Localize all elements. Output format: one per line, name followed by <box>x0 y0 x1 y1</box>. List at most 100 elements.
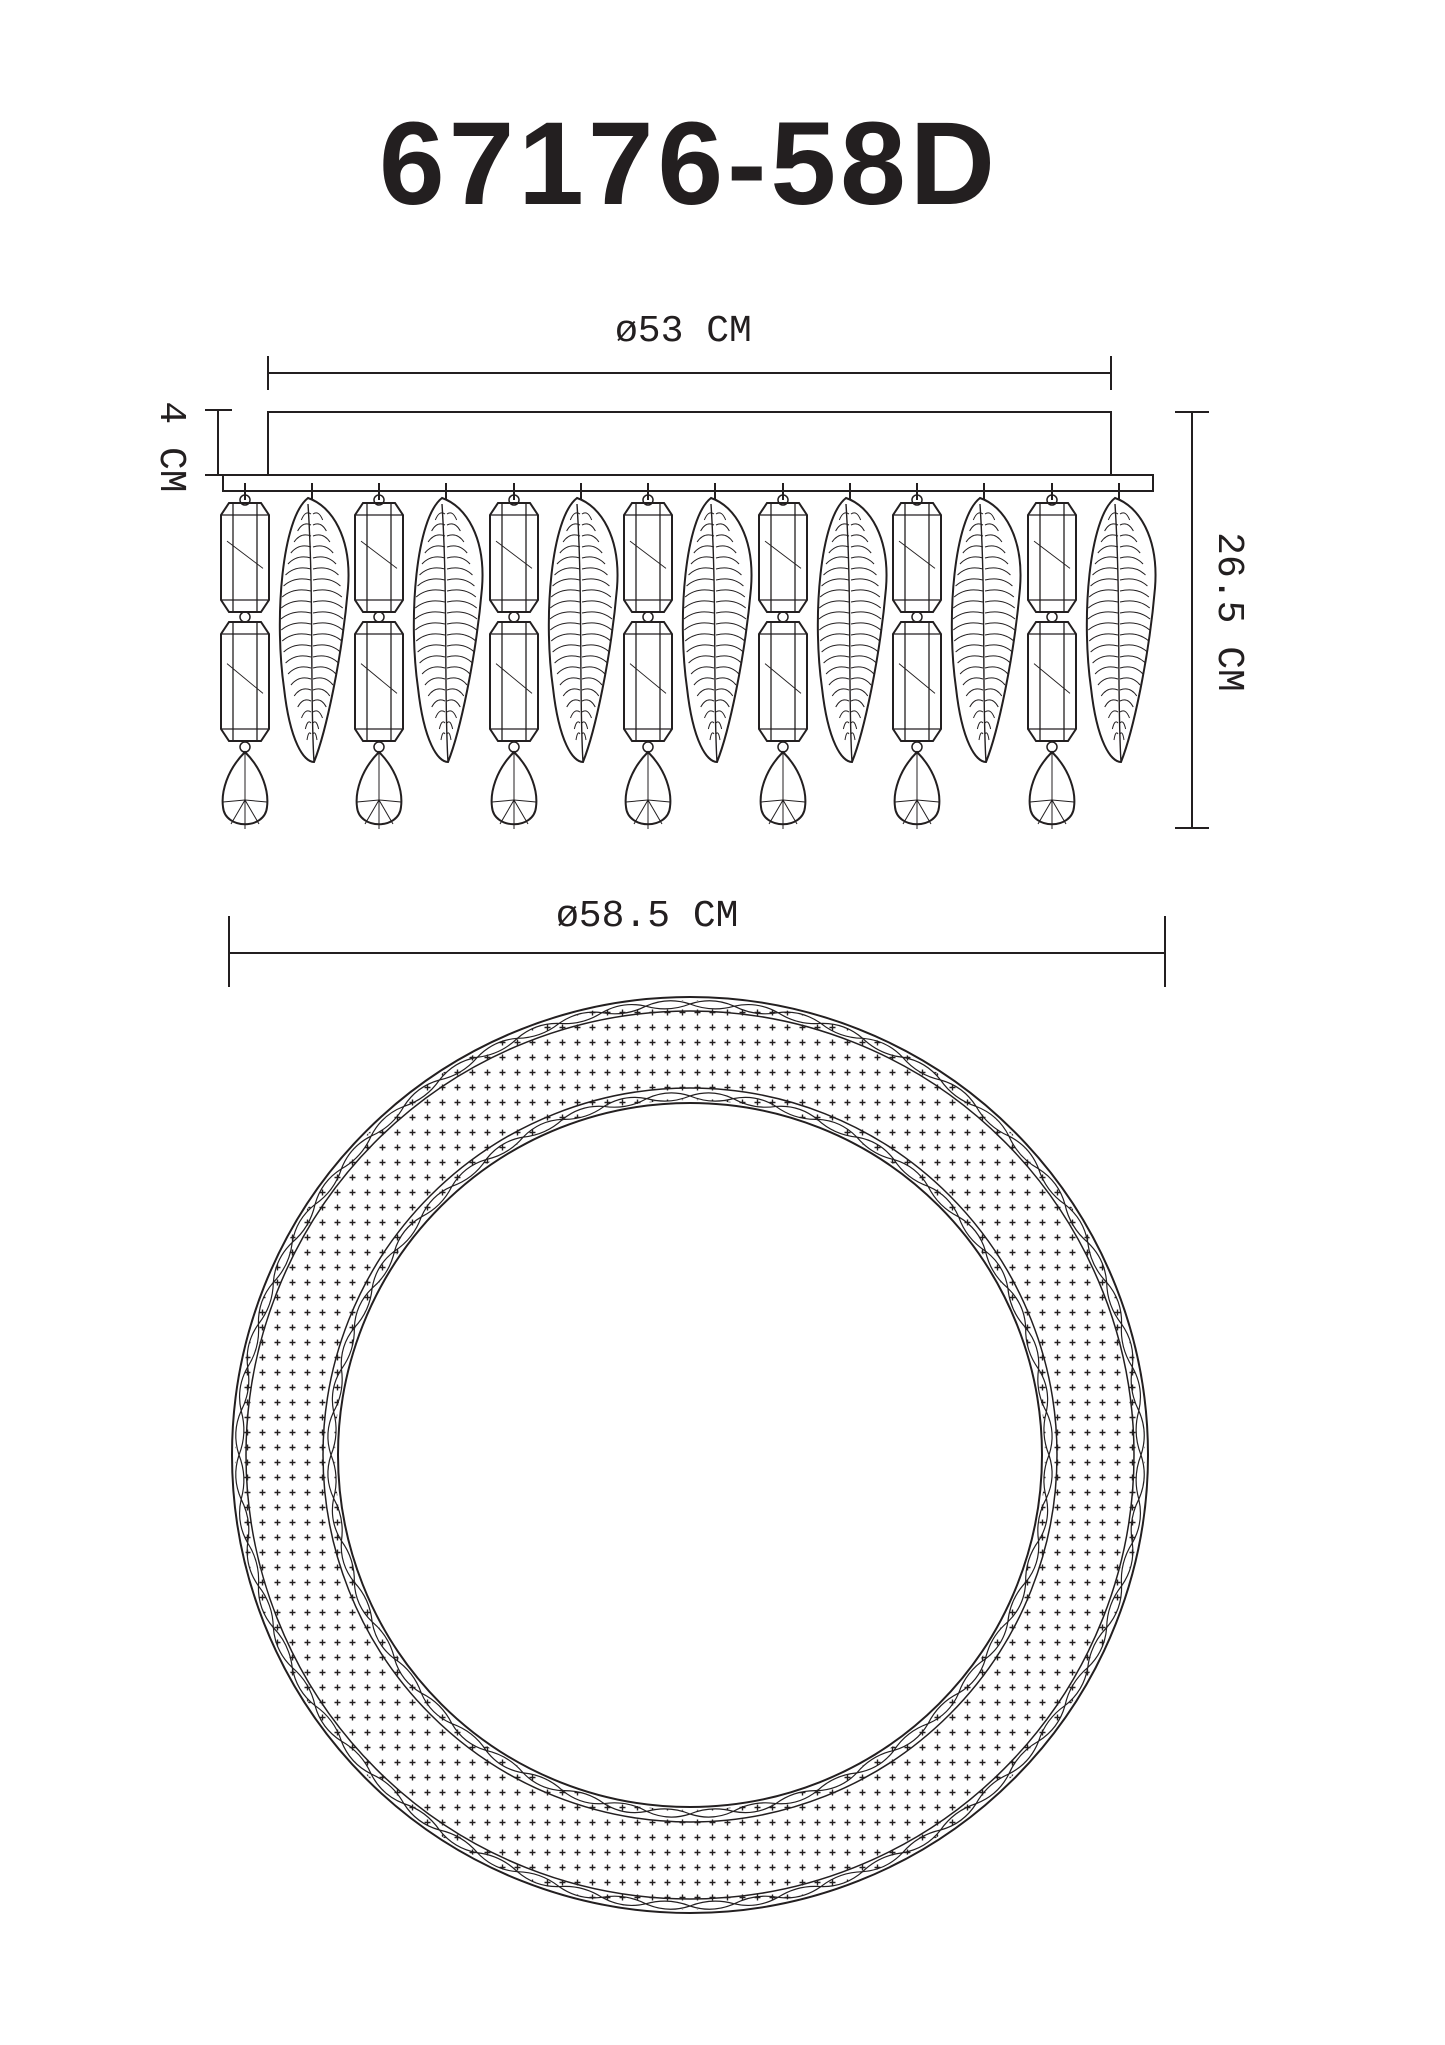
ring-bead <box>402 1802 440 1831</box>
hanger-ring <box>373 611 385 623</box>
hanger-ring <box>777 611 789 623</box>
hanger-ring <box>508 741 520 753</box>
crystal-prism <box>758 621 808 742</box>
model-number-title: 67176-58D <box>379 98 999 230</box>
ring-bead <box>451 1158 488 1187</box>
ring-bead <box>257 1584 274 1628</box>
dimension-base-diameter <box>228 916 1166 987</box>
ring-bead <box>403 1078 441 1107</box>
ring-bead <box>475 1851 518 1873</box>
crystal-prism <box>489 502 539 613</box>
feather-pendant <box>1085 496 1157 764</box>
hanger-ring <box>239 741 251 753</box>
ring-bead <box>393 1215 423 1252</box>
crystal-drop <box>759 750 807 829</box>
ring-bead <box>862 1037 905 1059</box>
ring-bead <box>393 1657 422 1694</box>
ring-bead <box>984 1250 1009 1290</box>
crystal-drop <box>893 750 941 829</box>
ring-bead <box>1037 1705 1066 1743</box>
feather-pendant <box>950 496 1022 764</box>
ring-bead <box>892 1723 929 1752</box>
side-view-pendants <box>220 483 1157 829</box>
hanger-ring <box>373 494 385 506</box>
dimension-top-diameter <box>267 356 1112 390</box>
crystal-prism <box>892 621 942 742</box>
hanger-ring <box>239 494 251 506</box>
ring-bead <box>314 1167 343 1205</box>
crystal-prism <box>892 502 942 613</box>
crystal-drop <box>355 750 403 829</box>
crystal-prism <box>1027 502 1077 613</box>
ring-bead <box>340 1326 355 1370</box>
crystal-prism <box>220 621 270 742</box>
base-diameter-label: ø58.5 CM <box>556 895 739 938</box>
crystal-prism <box>354 621 404 742</box>
hanger-ring <box>777 741 789 753</box>
ring-bead <box>602 1802 648 1814</box>
crystal-prism <box>623 502 673 613</box>
hanger-ring <box>911 611 923 623</box>
feather-pendant <box>278 496 350 764</box>
ring-bead <box>1135 1410 1145 1457</box>
ring-bead <box>1043 1454 1053 1500</box>
hanger-ring <box>642 611 654 623</box>
ring-bead <box>327 1410 337 1456</box>
crystal-drop <box>221 750 269 829</box>
ring-bead <box>515 1871 560 1888</box>
feather-pendant <box>816 496 888 764</box>
hanger-ring <box>373 741 385 753</box>
ring-bead <box>958 1216 987 1253</box>
hanger-ring <box>1046 741 1058 753</box>
crystal-prism <box>489 621 539 742</box>
hanger-ring <box>911 494 923 506</box>
ring-bead <box>291 1666 316 1707</box>
crystal-prism <box>1027 621 1077 742</box>
ring-bead <box>257 1280 274 1325</box>
hanger-ring <box>1046 611 1058 623</box>
hanger-ring <box>642 494 654 506</box>
ring-bead <box>239 1497 250 1544</box>
hanger-ring <box>911 741 923 753</box>
ring-bead <box>732 1096 778 1108</box>
ring-bead <box>1106 1282 1123 1326</box>
crystal-prism <box>354 502 404 613</box>
hanger-ring <box>239 611 251 623</box>
feather-pendant <box>681 496 753 764</box>
crystal-prism <box>623 621 673 742</box>
dimension-canopy-height <box>205 409 232 476</box>
ring-bead <box>246 1541 260 1587</box>
ring-bead <box>957 1658 987 1695</box>
ring-bead <box>1106 1585 1123 1630</box>
ring-bead <box>939 1803 977 1832</box>
crystal-drop <box>490 750 538 829</box>
ring-bead <box>331 1367 343 1413</box>
crystal-prism <box>758 502 808 613</box>
ring-bead <box>940 1079 978 1108</box>
top-view-ring <box>230 995 1150 1915</box>
hanger-ring <box>508 494 520 506</box>
hanger-ring <box>777 494 789 506</box>
hanger-ring <box>642 741 654 753</box>
ring-bead <box>369 1772 405 1805</box>
ring-bead <box>1086 1627 1108 1670</box>
ring-bead <box>893 1158 930 1188</box>
hanger-ring <box>1046 494 1058 506</box>
side-view-canopy <box>222 411 1154 492</box>
ring-bead <box>557 1885 603 1899</box>
ring-bead <box>371 1620 396 1660</box>
ring-bead <box>1043 1411 1053 1457</box>
ring-bead <box>1037 1497 1049 1543</box>
canopy-height-label: 4 CM <box>149 401 192 493</box>
ring-bead <box>820 1022 865 1039</box>
height-label: 26.5 CM <box>1207 532 1250 692</box>
crystal-drop <box>624 750 672 829</box>
ring-bead <box>291 1202 316 1243</box>
dimension-overall-height <box>1175 411 1209 829</box>
feather-pendant <box>412 496 484 764</box>
ring-bead <box>777 1011 823 1025</box>
top-diameter-label: ø53 CM <box>615 310 752 353</box>
ring-bead <box>450 1722 487 1752</box>
crystal-prism <box>220 502 270 613</box>
